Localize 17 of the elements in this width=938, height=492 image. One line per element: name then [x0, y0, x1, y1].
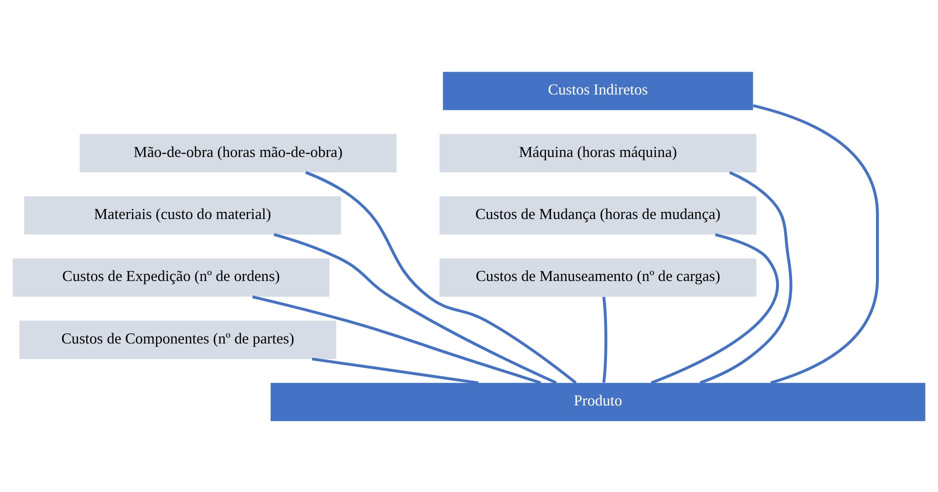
node-box: Materiais (custo do material) — [24, 196, 341, 234]
node-box: Custos de Expedição (nº de ordens) — [12, 258, 330, 296]
connector — [700, 170, 792, 384]
connector — [305, 170, 577, 384]
node-box: Custos de Manuseamento (nº de cargas) — [440, 258, 756, 296]
node-box: Custos de Componentes (nº de partes) — [19, 320, 336, 358]
node-box: Custos Indiretos — [442, 71, 754, 110]
node-box: Máquina (horas máquina) — [440, 134, 756, 172]
connector — [752, 104, 879, 384]
node-box: Mão-de-obra (horas mão-de-obra) — [80, 134, 396, 172]
connector — [312, 357, 479, 384]
connector — [602, 296, 608, 382]
connector — [274, 232, 557, 384]
node-box: Produto — [270, 382, 926, 421]
connector — [252, 294, 542, 384]
node-box: Custos de Mudança (horas de mudança) — [440, 196, 756, 234]
connector — [650, 232, 779, 384]
